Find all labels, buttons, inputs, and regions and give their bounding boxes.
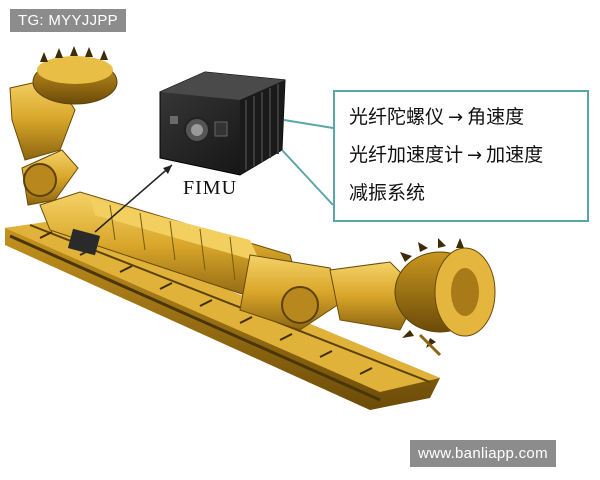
callout-connector <box>281 119 334 206</box>
arrow-right-icon: → <box>467 145 483 166</box>
fiber-optic-gyroscope-text: 光纤陀螺仪 <box>349 106 445 128</box>
arrow-right-icon: → <box>448 107 464 128</box>
watermark-top: TG: MYYJJPP <box>10 9 126 32</box>
callout-box: 光纤陀螺仪→角速度 光纤加速度计→加速度 减振系统 <box>333 90 589 222</box>
angular-velocity-text: 角速度 <box>467 106 525 128</box>
shearer-body <box>39 191 346 331</box>
acceleration-text: 加速度 <box>486 144 544 166</box>
conveyor-rail <box>5 220 440 410</box>
left-cutting-drum <box>9 46 118 206</box>
damping-system-text: 减振系统 <box>349 182 426 204</box>
callout-line-2: 光纤加速度计→加速度 <box>349 140 543 167</box>
fiber-optic-accelerometer-text: 光纤加速度计 <box>349 144 464 166</box>
right-cutting-drum <box>329 238 496 357</box>
fimu-device <box>159 71 286 176</box>
watermark-bottom: www.banliapp.com <box>410 440 556 467</box>
fimu-label: FIMU <box>183 177 238 199</box>
callout-line-1: 光纤陀螺仪→角速度 <box>349 102 524 129</box>
pointer-arrow <box>94 164 173 233</box>
